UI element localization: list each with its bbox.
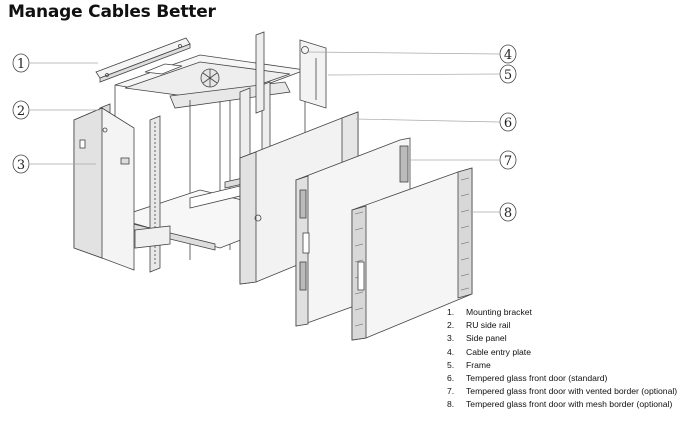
svg-text:4: 4 (504, 48, 512, 63)
callout-6: 6 (499, 112, 517, 132)
svg-text:5: 5 (504, 68, 512, 83)
legend-item: 4.Cable entry plate (447, 346, 531, 357)
callout-2: 2 (12, 100, 30, 120)
callout-1: 1 (12, 53, 30, 73)
callouts: 1 2 3 4 5 6 7 8 (12, 44, 517, 222)
callout-4: 4 (499, 44, 517, 64)
page-title: Manage Cables Better (8, 2, 216, 22)
svg-text:3: 3 (17, 158, 25, 173)
legend-item: 3.Side panel (447, 333, 507, 344)
leader-lines (30, 51, 500, 213)
svg-text:8: 8 (504, 206, 512, 221)
side-panel (73, 107, 135, 271)
legend-item: 2.RU side rail (447, 320, 511, 331)
svg-text:6: 6 (504, 116, 512, 131)
legend-item: 1.Mounting bracket (447, 307, 532, 317)
svg-text:1: 1 (17, 57, 25, 72)
callout-3: 3 (12, 154, 30, 174)
svg-text:2: 2 (17, 104, 25, 119)
cable-entry-plate (255, 31, 327, 114)
parts-legend: 1.Mounting bracket 2.RU side rail 3.Side… (447, 306, 677, 412)
legend-item: 5.Frame (447, 359, 491, 370)
callout-5: 5 (499, 64, 517, 84)
fan-vent (200, 68, 220, 88)
svg-text:7: 7 (504, 154, 512, 169)
legend-item: 7.Tempered glass front door with vented … (447, 386, 678, 397)
front-door-mesh (351, 167, 473, 341)
mounting-bracket (95, 37, 191, 83)
callout-8: 8 (499, 202, 517, 222)
callout-7: 7 (499, 150, 517, 170)
legend-item: 6.Tempered glass front door (standard) (447, 373, 608, 384)
legend-item: 8.Tempered glass front door with mesh bo… (447, 399, 673, 410)
